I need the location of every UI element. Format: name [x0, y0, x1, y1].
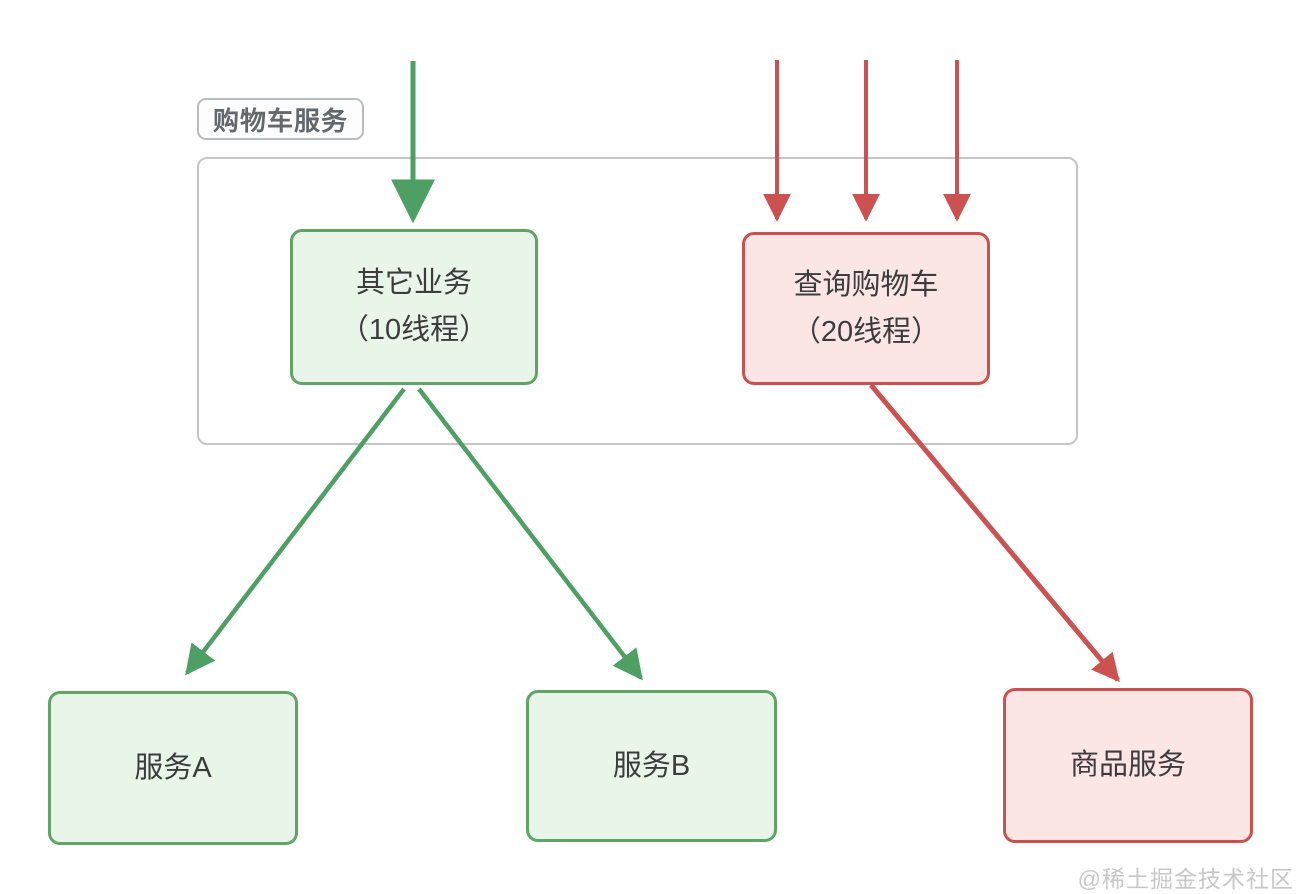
node-service-a-label: 服务A: [134, 751, 212, 784]
node-goods-service: 商品服务: [1003, 688, 1253, 843]
node-other-business-title: 其它业务: [355, 267, 472, 300]
watermark: @稀土掘金技术社区: [1077, 866, 1294, 892]
node-other-business: 其它业务 （10线程）: [290, 229, 538, 385]
cart-service-group-label: 购物车服务: [197, 98, 365, 140]
node-other-business-threads: （10线程）: [339, 314, 489, 346]
node-service-b: 服务B: [526, 690, 777, 842]
node-service-a: 服务A: [48, 691, 298, 845]
node-query-cart: 查询购物车 （20线程）: [742, 232, 990, 385]
node-query-cart-title: 查询购物车: [793, 268, 939, 301]
node-goods-service-label: 商品服务: [1069, 749, 1186, 782]
node-service-b-label: 服务B: [612, 749, 691, 782]
node-query-cart-threads: （20线程）: [791, 315, 941, 348]
